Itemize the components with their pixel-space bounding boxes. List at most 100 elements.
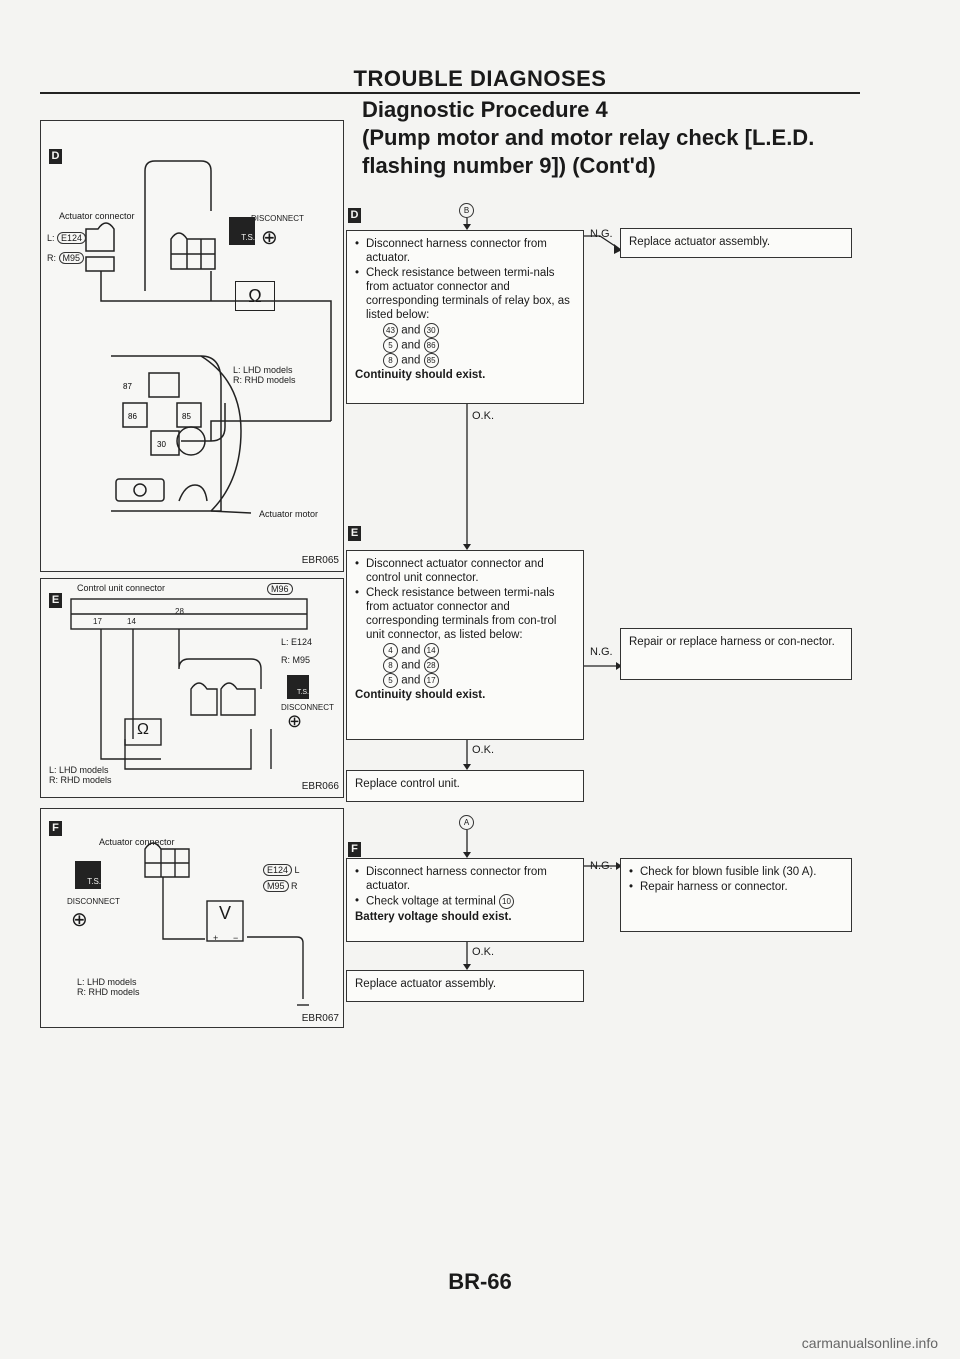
term-14: 14 (423, 643, 439, 658)
page-header-title: TROUBLE DIAGNOSES (353, 66, 607, 91)
step-e-ok: O.K. (472, 744, 495, 756)
diagram-d-ref: EBR065 (301, 555, 339, 566)
term-28: 28 (423, 658, 439, 673)
step-f-bullet-2: Check voltage at terminal 10 (355, 894, 575, 909)
step-d-ok: O.K. (472, 410, 495, 422)
term-85: 85 (423, 353, 439, 368)
diagram-d-label: D (49, 149, 62, 164)
step-f-result: Check for blown fusible link (30 A). Rep… (620, 858, 852, 932)
relay-pin-30: 30 (157, 440, 166, 449)
f-disconnect-label: DISCONNECT (67, 897, 120, 906)
actuator-motor-label: Actuator motor (259, 509, 319, 519)
relay-pin-86: 86 (128, 412, 137, 421)
ohm-symbol: Ω (248, 286, 262, 306)
diagram-f-label: F (49, 821, 62, 836)
term-17: 17 (423, 673, 439, 688)
procedure-subtitle: (Pump motor and motor relay check [L.E.D… (362, 125, 815, 178)
step-d-pair-1: 43 and 30 (355, 323, 575, 338)
connector-rhd-code: R: M95 (47, 252, 85, 264)
f-ts-icon: T.S. (75, 861, 101, 889)
step-d-bullet-1: Disconnect harness connector from actuat… (355, 237, 575, 265)
f-conn-m95: M95 (263, 880, 289, 892)
term-5: 5 (383, 673, 398, 688)
f-conn-r: M95 R (263, 880, 298, 892)
cu-pin-28: 28 (175, 607, 184, 616)
diagram-f-panel: F Actuator connector T.S. DISCONNECT ⊕ E… (40, 808, 344, 1028)
f-conn-e124: E124 (263, 864, 293, 876)
e-ts-icon: T.S. (287, 675, 309, 699)
voltmeter-plus: + (213, 933, 219, 943)
flow-e-label: E (348, 526, 361, 541)
diagram-e-label: E (49, 593, 62, 608)
diagram-f-wiring (144, 842, 309, 1006)
step-e-pair-2: 8 and 28 (355, 658, 575, 673)
step-e-pair-3: 5 and 17 (355, 673, 575, 688)
diagram-e-panel: E Control unit connector M96 17 14 28 L:… (40, 578, 344, 798)
ts-label: T.S. (241, 233, 255, 242)
connector-lhd-code: L: E124 (47, 232, 87, 244)
e-conn-l: L: E124 (281, 637, 313, 647)
term-4: 4 (383, 643, 398, 658)
f-actuator-connector-label: Actuator connector (99, 837, 175, 847)
actuator-connector-label: Actuator connector (59, 211, 135, 221)
and-word: and (401, 659, 421, 672)
f-ts-label: T.S. (87, 877, 101, 886)
step-e-pair-1: 4 and 14 (355, 643, 575, 658)
page-number: BR-66 (448, 1269, 512, 1294)
procedure-heading: Diagnostic Procedure 4 (362, 97, 608, 122)
step-d-pair-3: 8 and 85 (355, 353, 575, 368)
step-f-ok: O.K. (472, 946, 495, 958)
step-e-bullet-2: Check resistance between termi-nals from… (355, 586, 575, 642)
f-rhd-models-label: R: RHD models (77, 987, 140, 997)
lhd-models-label: L: LHD models (233, 365, 293, 375)
step-e-final: Replace control unit. (346, 770, 584, 802)
f-conn-l-side: L (294, 865, 300, 875)
step-d-conclusion: Continuity should exist. (355, 369, 486, 381)
term-8: 8 (383, 353, 398, 368)
f-conn-l: E124 L (263, 864, 300, 876)
step-d-pair-2: 5 and 86 (355, 338, 575, 353)
term-10: 10 (498, 894, 514, 909)
term-30: 30 (423, 323, 439, 338)
f-lhd-models-label: L: LHD models (77, 977, 137, 987)
step-f-result-bullet-2: Repair harness or connector. (629, 880, 843, 894)
e-lhd-models-label: L: LHD models (49, 765, 109, 775)
step-e-result: Repair or replace harness or con-nector. (620, 628, 852, 680)
term-5: 5 (383, 338, 398, 353)
disconnect-label: DISCONNECT (251, 214, 304, 223)
cu-pin-14: 14 (127, 617, 136, 626)
and-word: and (401, 674, 421, 687)
flow-d-label: D (348, 208, 361, 223)
e-disconnect-plug-icon: ⊕ (287, 711, 303, 731)
step-d-bullet-2: Check resistance between termi-nals from… (355, 266, 575, 322)
ohmmeter-icon: Ω (235, 281, 275, 311)
step-f-box: Disconnect harness connector from actuat… (346, 858, 584, 942)
step-f-bullet-2-text: Check voltage at terminal (366, 895, 496, 908)
diagram-d-panel: D (40, 120, 344, 572)
ts-icon: T.S. (229, 217, 255, 245)
cu-pin-17: 17 (93, 617, 102, 626)
disconnect-plug-icon: ⊕ (261, 227, 278, 249)
term-43: 43 (383, 323, 398, 338)
step-f-conclusion: Battery voltage should exist. (355, 911, 512, 923)
procedure-title: Diagnostic Procedure 4 (Pump motor and m… (362, 96, 842, 180)
diagram-e-wiring: 17 14 28 (70, 598, 308, 770)
watermark: carmanualsonline.info (801, 1335, 938, 1351)
marker-b-label: B (459, 203, 474, 219)
marker-a: A (459, 814, 474, 832)
e-disconnect-label: DISCONNECT (281, 703, 334, 712)
marker-b: B (459, 202, 474, 220)
e-ohm-symbol: Ω (137, 721, 149, 738)
voltmeter-minus: − (233, 933, 239, 943)
diagram-f-ref: EBR067 (301, 1013, 339, 1024)
f-conn-r-side: R (291, 881, 298, 891)
term-86: 86 (423, 338, 439, 353)
step-f-ng: N.G. (590, 860, 613, 872)
e-ts-label: T.S. (296, 689, 309, 696)
relay-pin-87: 87 (123, 382, 132, 391)
f-disconnect-plug-icon: ⊕ (71, 909, 88, 931)
conn-m95: M95 (58, 252, 85, 264)
and-word: and (401, 324, 421, 337)
diagram-d-wiring: 87 86 85 30 (85, 160, 332, 514)
